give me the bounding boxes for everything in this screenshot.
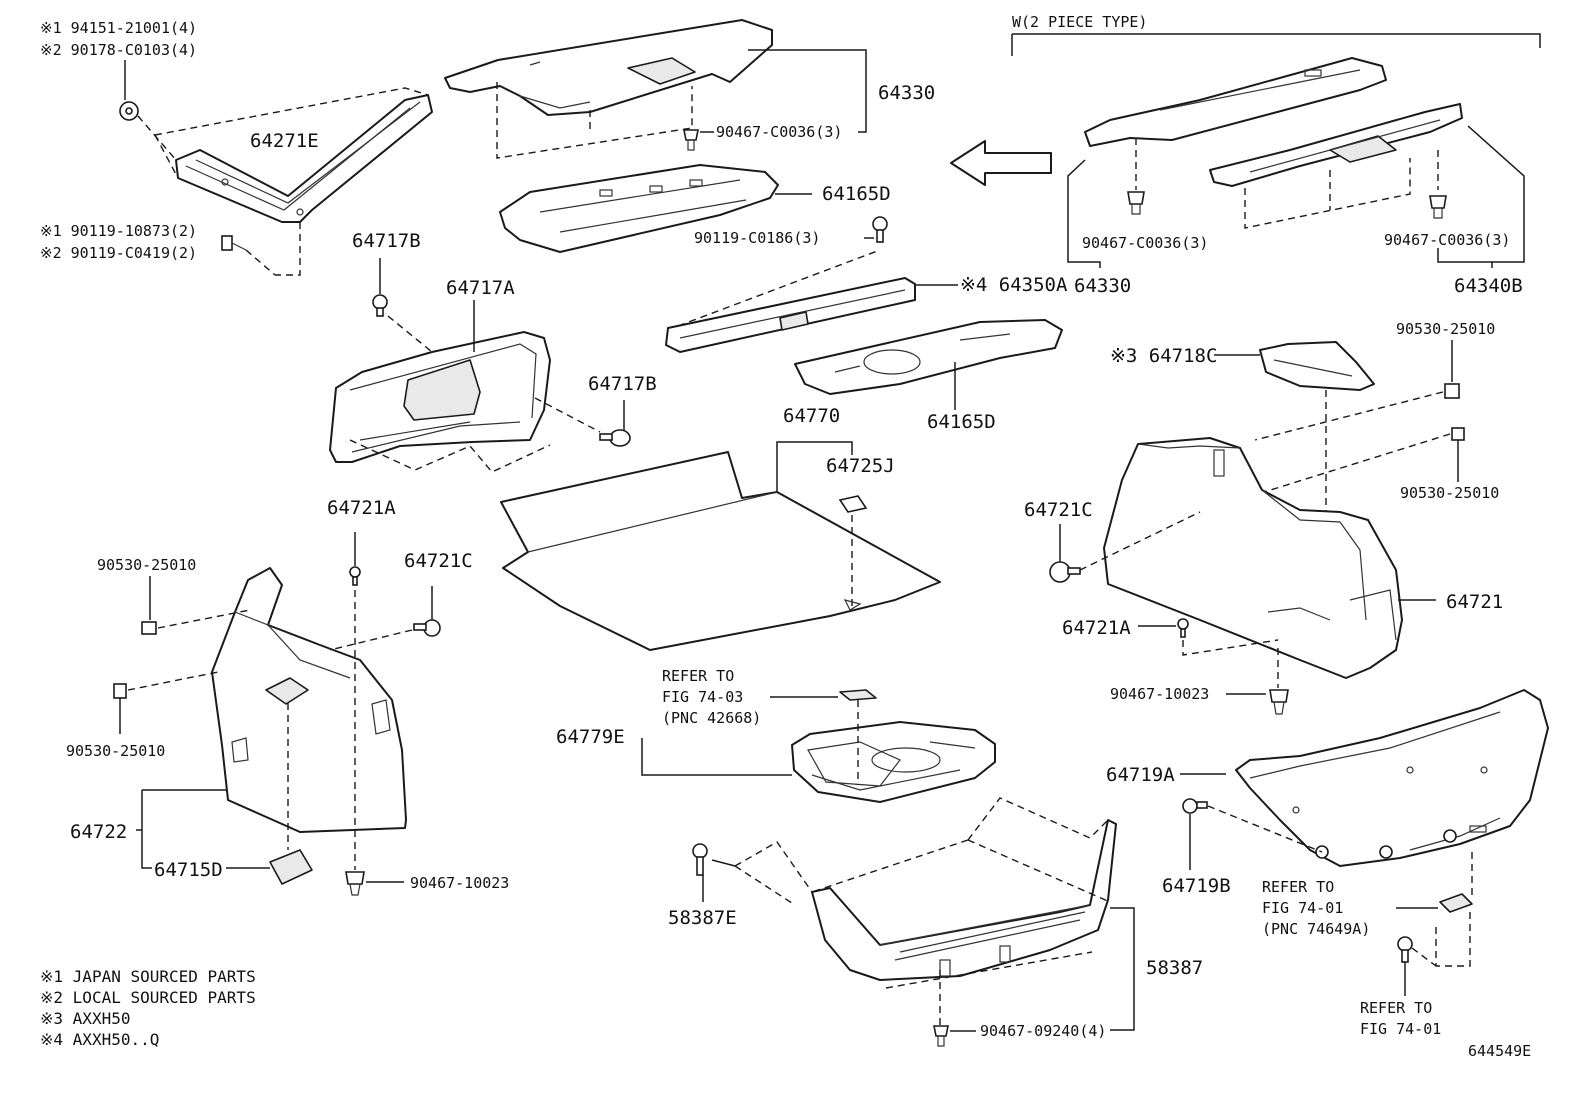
part-64330-package-tray bbox=[444, 19, 773, 116]
note-axxh50q: ※4 AXXH50..Q bbox=[40, 1030, 159, 1049]
label-refer-7403-line3: (PNC 42668) bbox=[662, 709, 761, 727]
label-refer-7401a-line3: (PNC 74649A) bbox=[1262, 920, 1370, 938]
clip-64721c-right-icon bbox=[1049, 561, 1081, 583]
part-64779e-tray bbox=[791, 721, 996, 803]
label-90530-r2: 90530-25010 bbox=[1400, 484, 1499, 502]
label-64717a: 64717A bbox=[446, 277, 515, 299]
label-90467-09240: 90467-09240(4) bbox=[980, 1022, 1106, 1040]
label-90467-c0036-top: 90467-C0036(3) bbox=[716, 123, 842, 141]
part-64330-right-tray bbox=[1084, 57, 1387, 147]
label-64721a-right: 64721A bbox=[1062, 617, 1131, 639]
label-58387: 58387 bbox=[1146, 957, 1203, 979]
label-refer-7401b-line2: FIG 74-01 bbox=[1360, 1020, 1441, 1038]
label-refer-7401b-line1: REFER TO bbox=[1360, 999, 1432, 1017]
part-64350a-rail bbox=[665, 277, 916, 353]
clip-90467-c0036-r2-icon bbox=[1429, 195, 1447, 219]
note-axxh50: ※3 AXXH50 bbox=[40, 1009, 130, 1028]
direction-arrow-icon bbox=[950, 140, 1052, 186]
label-64718c: ※3 64718C bbox=[1110, 345, 1217, 367]
part-64340b-tray bbox=[1209, 103, 1463, 187]
figure-id: 644549E bbox=[1468, 1042, 1531, 1060]
label-90530-r1: 90530-25010 bbox=[1396, 320, 1495, 338]
clip-64719b-icon bbox=[1182, 798, 1208, 814]
label-64721c-left: 64721C bbox=[404, 550, 473, 572]
pad-90530-r2-icon bbox=[1451, 427, 1465, 441]
pad-90530-left2-icon bbox=[113, 683, 127, 699]
clip-90467-09240-icon bbox=[933, 1025, 949, 1047]
label-90119-c0419: ※2 90119-C0419(2) bbox=[40, 244, 197, 262]
label-64165d-top: 64165D bbox=[822, 183, 891, 205]
label-90467-c0036-r2: 90467-C0036(3) bbox=[1384, 231, 1510, 249]
note-japan-sourced: ※1 JAPAN SOURCED PARTS bbox=[40, 967, 256, 986]
bolt-90119-10873-icon bbox=[221, 235, 247, 251]
part-64770-trunk-mat bbox=[500, 451, 941, 651]
clip-64717b-top-icon bbox=[372, 294, 388, 317]
clip-90467-10023-left-icon bbox=[345, 871, 365, 896]
part-64165d-lower bbox=[794, 319, 1063, 395]
part-64717a-side-panel bbox=[329, 331, 551, 463]
pad-90530-r1-icon bbox=[1444, 383, 1460, 399]
part-64719a-panel bbox=[1235, 689, 1549, 867]
label-90530-l2: 90530-25010 bbox=[66, 742, 165, 760]
label-refer-7401a-line1: REFER TO bbox=[1262, 878, 1334, 896]
part-64721-right-trim bbox=[1103, 437, 1403, 679]
fastener-58387e-icon bbox=[692, 843, 708, 876]
part-58387-scuff-plate bbox=[811, 819, 1117, 981]
label-90467-c0036-r1: 90467-C0036(3) bbox=[1082, 234, 1208, 252]
clip-64721c-left-icon bbox=[413, 619, 441, 637]
label-refer-7403-line2: FIG 74-03 bbox=[662, 688, 743, 706]
label-refer-7401a-line2: FIG 74-01 bbox=[1262, 899, 1343, 917]
label-64330-right: 64330 bbox=[1074, 275, 1131, 297]
clip-90467-c0036-r1-icon bbox=[1127, 191, 1145, 215]
label-64330-top: 64330 bbox=[878, 82, 935, 104]
label-64717b-top: 64717B bbox=[352, 230, 421, 252]
label-64725j: 64725J bbox=[826, 455, 895, 477]
label-64340b: 64340B bbox=[1454, 275, 1523, 297]
part-64165d-upper bbox=[499, 164, 779, 253]
label-64779e: 64779E bbox=[556, 726, 625, 748]
label-64721: 64721 bbox=[1446, 591, 1503, 613]
clip-94151-icon bbox=[119, 101, 139, 121]
label-64770: 64770 bbox=[783, 405, 840, 427]
clip-64717b-mid-icon bbox=[599, 429, 631, 447]
clip-64721a-left-icon bbox=[349, 566, 361, 586]
label-58387e: 58387E bbox=[668, 907, 737, 929]
pad-90530-left1-icon bbox=[141, 621, 157, 635]
label-90467-10023-left: 90467-10023 bbox=[410, 874, 509, 892]
part-64722-side-trim bbox=[211, 567, 407, 833]
label-64719a: 64719A bbox=[1106, 764, 1175, 786]
bolt-90119-c0186-icon bbox=[872, 216, 888, 243]
label-64721a-left: 64721A bbox=[327, 497, 396, 519]
clip-90467-10023-right-icon bbox=[1269, 689, 1289, 715]
label-64722: 64722 bbox=[70, 821, 127, 843]
label-90119-c0186: 90119-C0186(3) bbox=[694, 229, 820, 247]
label-64719b: 64719B bbox=[1162, 875, 1231, 897]
clip-90467-c0036-icon bbox=[683, 129, 699, 151]
part-74649a-bracket-icon bbox=[1439, 893, 1473, 913]
label-64271e: 64271E bbox=[250, 130, 319, 152]
clip-64721a-right-icon bbox=[1177, 618, 1189, 638]
part-64725j-clip-icon bbox=[838, 495, 868, 513]
part-64271e-brace bbox=[175, 94, 433, 223]
label-90178: ※2 90178-C0103(4) bbox=[40, 41, 197, 59]
label-64717b-mid: 64717B bbox=[588, 373, 657, 395]
label-64721c-right: 64721C bbox=[1024, 499, 1093, 521]
label-94151: ※1 94151-21001(4) bbox=[40, 19, 197, 37]
label-64350a: ※4 64350A bbox=[960, 274, 1068, 296]
clip-fig7401-icon bbox=[1397, 936, 1413, 963]
note-local-sourced: ※2 LOCAL SOURCED PARTS bbox=[40, 988, 256, 1007]
label-90530-l1: 90530-25010 bbox=[97, 556, 196, 574]
part-64715d-plate-icon bbox=[269, 849, 313, 885]
label-64715d: 64715D bbox=[154, 859, 223, 881]
label-90119-10873: ※1 90119-10873(2) bbox=[40, 222, 197, 240]
label-refer-7403-line1: REFER TO bbox=[662, 667, 734, 685]
variant-label: W(2 PIECE TYPE) bbox=[1012, 13, 1147, 31]
part-64718c-cover bbox=[1259, 341, 1375, 391]
label-90467-10023-right: 90467-10023 bbox=[1110, 685, 1209, 703]
label-64165d-mid: 64165D bbox=[927, 411, 996, 433]
